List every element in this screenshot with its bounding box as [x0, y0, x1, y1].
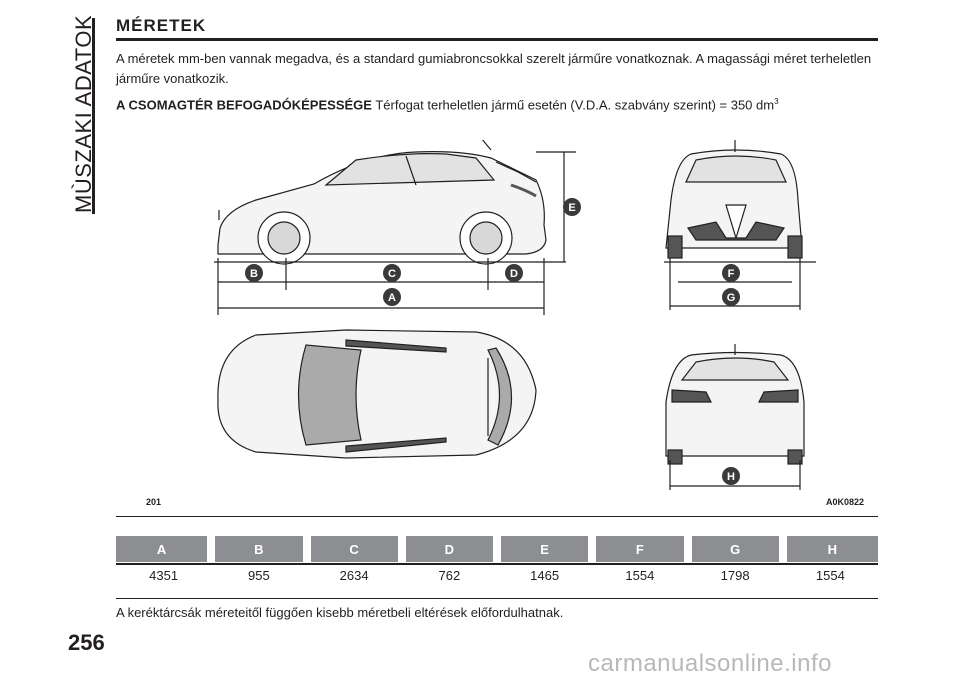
side-tab-label: MÙSZAKI ADATOK	[71, 14, 96, 213]
value-cell: 762	[438, 567, 461, 583]
intro-paragraph: A méretek mm-ben vannak megadva, és a st…	[116, 51, 872, 86]
header-cell: A	[116, 536, 216, 562]
figure-labels: B C D A E F G H	[245, 198, 740, 485]
side-dimension-lines	[214, 151, 576, 315]
value-cell: 4351	[149, 567, 179, 583]
footnote: A keréktárcsák méreteitől függően kisebb…	[116, 605, 564, 620]
front-view-car	[664, 140, 816, 310]
header-cell: B	[207, 536, 311, 562]
value-cell: 1554	[625, 567, 655, 583]
header-cell: F	[588, 536, 692, 562]
header-cell: C	[302, 536, 406, 562]
side-view-car	[217, 140, 547, 265]
watermark: carmanualsonline.info	[588, 650, 832, 677]
dimensions-table: A B C D E F G H 4351 955 2634 762 1465 1…	[116, 536, 878, 588]
luggage-text: Térfogat terheletlen jármű esetén (V.D.A…	[375, 97, 775, 113]
label-f: F	[728, 268, 735, 280]
value-cell: 1554	[815, 567, 845, 583]
label-g: G	[727, 292, 736, 304]
rear-view-car	[665, 344, 805, 490]
label-c: C	[388, 268, 396, 280]
label-d: D	[510, 268, 518, 280]
page-number: 256	[68, 630, 105, 655]
header-cell: D	[397, 536, 502, 562]
label-a: A	[388, 292, 396, 304]
table-row: 4351 955 2634 762 1465 1554 1798 1554	[116, 562, 878, 588]
section-side-tab: MÙSZAKI ADATOK	[64, 14, 100, 214]
value-cell: 1798	[720, 567, 750, 583]
luggage-label: A CSOMAGTÉR BEFOGADÓKÉPESSÉGE	[116, 97, 372, 113]
label-h: H	[727, 471, 735, 483]
figure-number: 201	[146, 497, 162, 507]
header-cell: H	[778, 536, 878, 562]
header-cell: G	[683, 536, 787, 562]
side-tab-rule	[92, 18, 95, 214]
table-header-row: A B C D E F G H	[116, 536, 878, 562]
figure-code: A0K0822	[826, 497, 865, 507]
value-cell: 2634	[339, 567, 369, 583]
header-cell: E	[492, 536, 597, 562]
title-rule	[116, 38, 878, 41]
figure-rule	[116, 516, 878, 517]
label-e: E	[568, 202, 575, 214]
label-b: B	[250, 268, 258, 280]
luggage-sup: 3	[774, 97, 779, 106]
value-cell: 955	[248, 567, 270, 583]
table-bottom-rule	[116, 598, 878, 599]
luggage-paragraph: A CSOMAGTÉR BEFOGADÓKÉPESSÉGE Térfogat t…	[116, 92, 886, 115]
table-header-rule	[116, 563, 878, 565]
top-view-car	[217, 329, 537, 459]
dimension-figure: B C D A E F G H	[214, 140, 816, 490]
page-title: MÉRETEK	[116, 16, 207, 35]
value-cell: 1465	[530, 567, 560, 583]
